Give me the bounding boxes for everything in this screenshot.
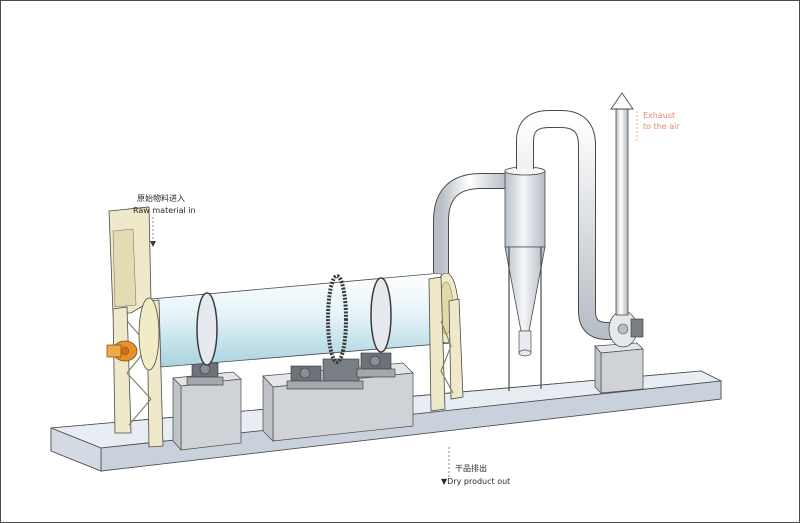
- discharge-support-frame: [428, 276, 464, 412]
- drive-motor-left: [186, 362, 224, 386]
- drum-feed-end: [138, 297, 160, 371]
- rotary-drum: [150, 272, 459, 368]
- riding-ring-right: [370, 277, 392, 353]
- duct-pipe-outlet: [516, 110, 613, 340]
- dry-product-label-cn: 干品排出: [455, 464, 487, 473]
- girth-gear: [326, 274, 348, 364]
- duct-pipe-inlet: [433, 173, 511, 273]
- drive-motor-right: [356, 352, 396, 378]
- riding-ring-left: [196, 292, 218, 366]
- exhaust-label-line1: Exhaust: [643, 111, 676, 120]
- down-arrow-icon: [150, 241, 156, 247]
- exhaust-stack: [615, 108, 629, 316]
- exhaust-label-line2: to the air: [643, 122, 680, 131]
- up-arrow-icon: [610, 92, 634, 110]
- feed-hopper: [108, 206, 152, 314]
- pedestal-left: [172, 371, 242, 451]
- raw-material-label-cn: 原始物料进入: [137, 194, 185, 203]
- dry-product-label-en: ▼Dry product out: [441, 477, 511, 486]
- drive-motor-center: [286, 358, 364, 390]
- pedestal-fan: [594, 342, 644, 394]
- raw-material-indicator: [150, 217, 156, 247]
- exhaust-fan: [608, 310, 644, 348]
- burner-fan: [106, 340, 138, 362]
- down-arrow-icon: ▼: [441, 477, 448, 486]
- cyclone-separator: [504, 166, 546, 391]
- raw-material-label-en: Raw material in: [133, 206, 196, 215]
